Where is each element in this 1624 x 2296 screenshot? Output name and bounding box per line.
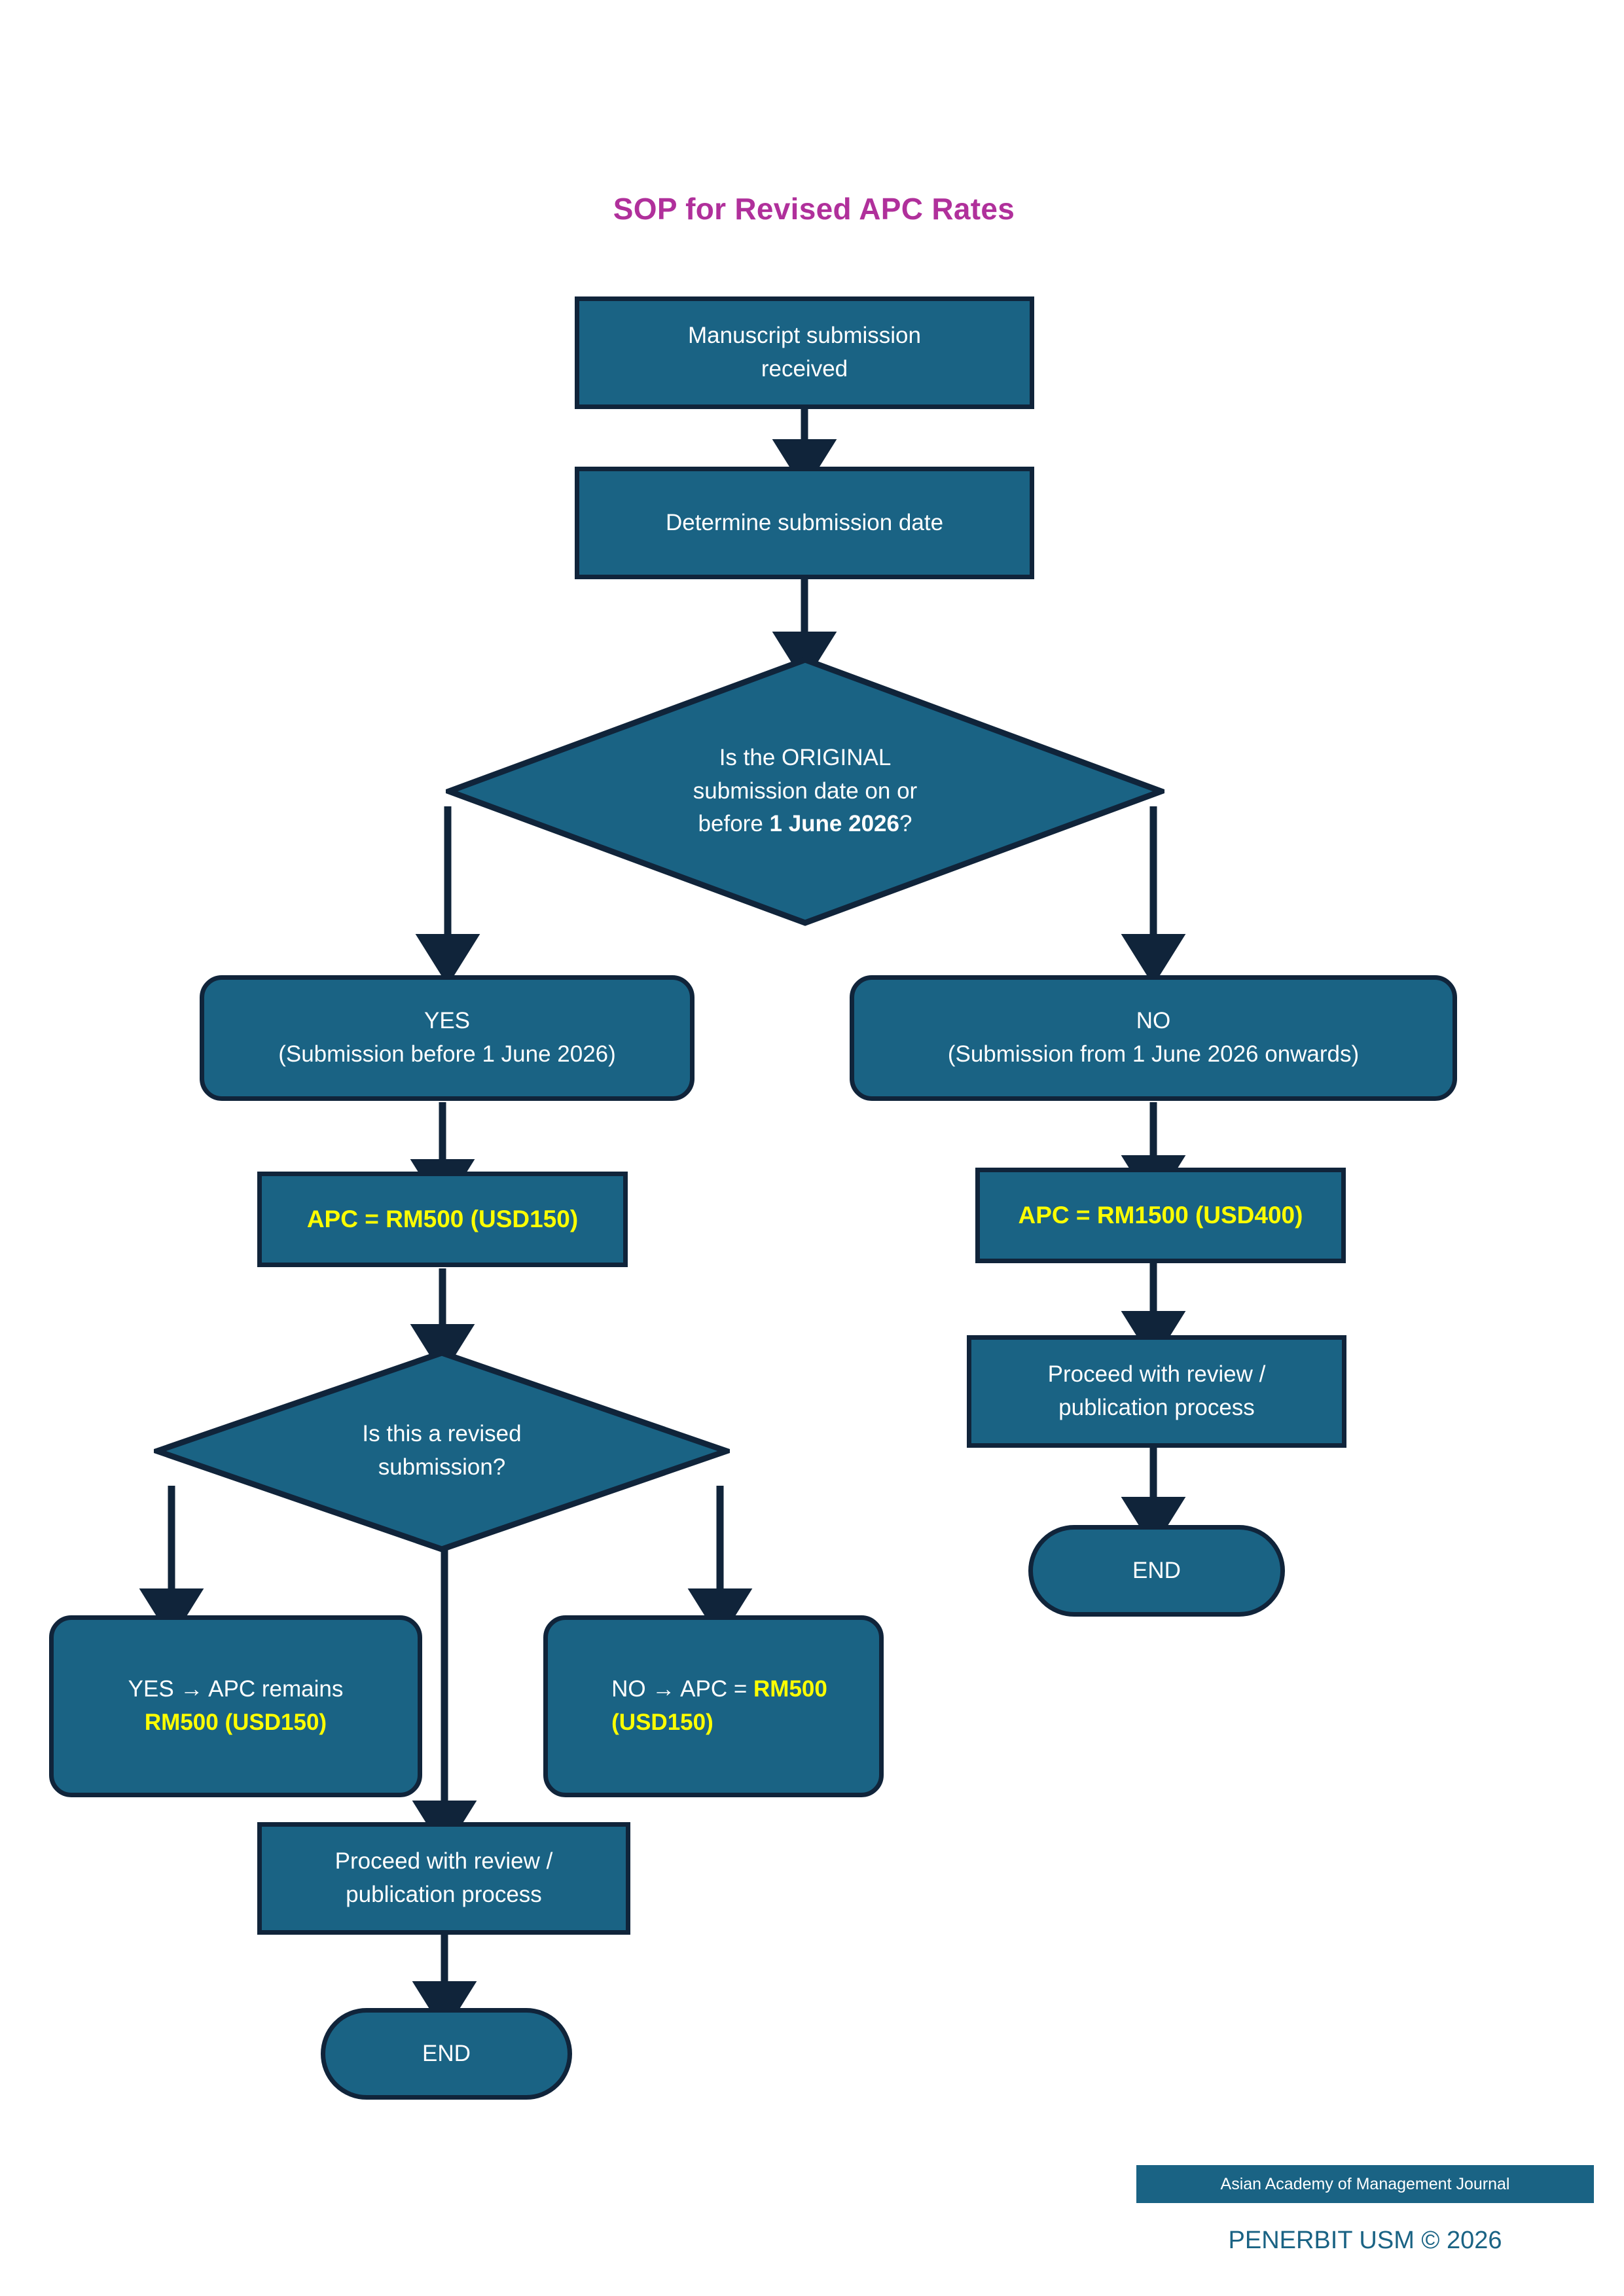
node-decision1-line1: Is the ORIGINAL xyxy=(719,744,892,770)
node-end-left-text: END xyxy=(422,2040,471,2066)
node-start-line1: Manuscript submission xyxy=(688,323,921,349)
node-apc-rm500-text: APC = RM500 (USD150) xyxy=(306,1206,579,1233)
node-apc-rm1500: APC = RM1500 (USD400) xyxy=(975,1168,1346,1263)
node-revised-no-line2: (USD150) xyxy=(611,1710,713,1735)
node-branch-yes: YES (Submission before 1 June 2026) xyxy=(200,975,695,1101)
node-revised-yes: YES → APC remains RM500 (USD150) xyxy=(49,1615,422,1797)
node-determine-text: Determine submission date xyxy=(665,509,944,535)
node-decision-original-date: Is the ORIGINAL submission date on or be… xyxy=(446,656,1164,926)
node-revised-yes-line2: RM500 (USD150) xyxy=(144,1710,327,1735)
node-decision1-line2: submission date on or xyxy=(693,778,918,804)
node-branch-yes-line1: YES xyxy=(424,1008,471,1034)
page-title-text: SOP for Revised APC Rates xyxy=(613,192,1015,226)
node-decision2-label: Is this a revised submission? xyxy=(263,1418,621,1484)
node-proceed-right-line1: Proceed with review / xyxy=(1047,1361,1266,1388)
footer-journal-banner: Asian Academy of Management Journal xyxy=(1136,2165,1594,2203)
node-branch-no-line1: NO xyxy=(1136,1008,1171,1034)
node-proceed-right-line2: publication process xyxy=(1058,1395,1255,1420)
node-start-line2: received xyxy=(761,356,848,382)
node-decision2-line1: Is this a revised xyxy=(362,1421,522,1447)
node-proceed-review-left: Proceed with review / publication proces… xyxy=(257,1822,630,1935)
node-proceed-left-line1: Proceed with review / xyxy=(334,1848,553,1874)
footer-banner-text: Asian Academy of Management Journal xyxy=(1220,2174,1510,2193)
node-determine-submission-date: Determine submission date xyxy=(575,467,1034,579)
node-manuscript-submission-received: Manuscript submission received xyxy=(575,296,1034,409)
node-apc-rm1500-text: APC = RM1500 (USD400) xyxy=(1018,1202,1303,1229)
node-revised-no-line1-highlight: RM500 xyxy=(753,1676,827,1702)
node-branch-no-line2: (Submission from 1 June 2026 onwards) xyxy=(947,1041,1360,1067)
node-revised-yes-line1: YES → APC remains xyxy=(128,1676,344,1702)
node-decision1-label: Is the ORIGINAL submission date on or be… xyxy=(583,742,1028,841)
node-decision-revised-submission: Is this a revised submission? xyxy=(154,1350,730,1552)
node-end-right-text: END xyxy=(1132,1557,1181,1583)
node-decision2-line2: submission? xyxy=(378,1454,506,1480)
node-proceed-review-right: Proceed with review / publication proces… xyxy=(967,1335,1346,1448)
node-decision1-line3-suffix: ? xyxy=(899,811,912,837)
node-end-right: END xyxy=(1028,1525,1285,1617)
node-end-left: END xyxy=(321,2008,572,2100)
node-proceed-left-line2: publication process xyxy=(346,1882,542,1907)
node-branch-no: NO (Submission from 1 June 2026 onwards) xyxy=(850,975,1457,1101)
node-branch-yes-line2: (Submission before 1 June 2026) xyxy=(278,1041,616,1067)
node-revised-no: NO → APC = RM500 (USD150) xyxy=(543,1615,884,1797)
node-decision1-line3-prefix: before xyxy=(698,811,770,837)
node-decision1-line3-bold: 1 June 2026 xyxy=(769,811,899,837)
diamond-shape-decision1 xyxy=(446,656,1164,926)
node-revised-no-line1-plain: NO → APC = xyxy=(611,1676,754,1702)
page-title: SOP for Revised APC Rates xyxy=(0,191,1624,226)
footer-copyright: PENERBIT USM © 2026 xyxy=(1228,2227,1502,2254)
node-apc-rm500: APC = RM500 (USD150) xyxy=(257,1172,628,1267)
diamond-shape-decision2 xyxy=(154,1350,730,1552)
